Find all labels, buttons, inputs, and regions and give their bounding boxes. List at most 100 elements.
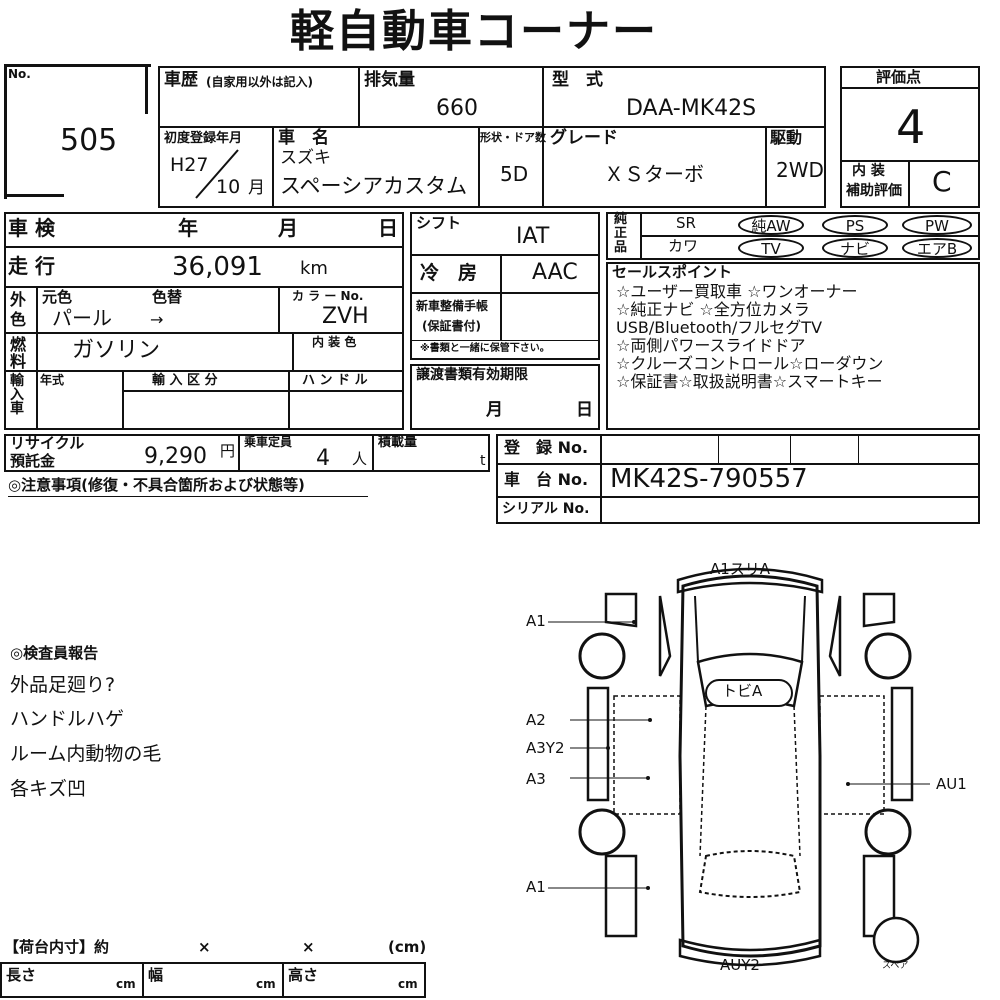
damage-label-left-a2: A2 [526,711,546,729]
chassis-label: 車 台 No. [504,470,589,489]
displacement-value: 660 [436,96,478,121]
drive-value: 2WD [776,158,824,182]
transfer-label: 譲渡書類有効期限 [416,367,528,383]
drive-label: 駆動 [770,128,803,147]
color-no-label: カ ラ ー No. [292,289,364,303]
equip-leather: カワ [668,237,699,255]
cargo-length-cm: cm [116,977,136,991]
inspector-line: 各キズ凹 [10,778,87,800]
inspection-month: 月 [278,216,298,240]
sales-point-line: ☆保証書☆取扱説明書☆スマートキー [616,372,883,391]
damage-label-roof: トビA [722,682,763,700]
original-color-label: 元色 [42,288,73,306]
lot-label: No. [8,67,31,81]
car-maker: スズキ [280,148,331,168]
spare-label: スペア [882,961,909,971]
damage-label-rear-left: A1 [526,878,546,896]
sales-point-line: ☆純正ナビ ☆全方位カメラ [616,300,810,319]
cargo-grid [0,962,426,998]
chassis-value: MK42S-790557 [610,464,808,494]
sales-point-line: ☆クルーズコントロール☆ローダウン [616,354,884,373]
interior-color-label: 内 装 色 [312,335,357,349]
recycle-value: 9,290 [144,444,207,469]
mileage-value: 36,091 [172,252,263,282]
equipment-label: 純正品 [614,212,628,255]
sales-points-label: セールスポイント [612,263,733,281]
car-body-outline [678,574,822,958]
damage-label-bottom: AUY2 [720,956,760,974]
vehicle-detail-grid [4,212,404,430]
rear-window [698,850,802,898]
load-label: 積載量 [378,435,418,450]
recycle-grid [4,434,490,472]
mileage-label: 走 行 [8,254,55,278]
cargo-x2: × [302,938,315,956]
aircon-label: 冷 房 [420,262,478,284]
rating-label: 評価点 [876,68,922,86]
lot-box [4,64,151,199]
maintenance-label: 新車整備手帳 [416,299,489,313]
cargo-length-label: 長さ [6,966,37,984]
spare-tire [872,916,920,964]
first-reg-era: H27 [170,154,209,176]
lot-number: 505 [60,123,118,158]
recycle-unit: 円 [220,442,236,460]
shift-label: シフト [416,214,462,232]
import-handle-label: ハ ン ド ル [302,373,368,388]
original-color-value: パール [52,306,112,330]
exterior-label: 外色 [10,290,27,329]
recycle-label-1: リサイクル [10,434,85,452]
grade-label: グレード [550,128,618,148]
inspection-day: 日 [378,216,398,240]
left-front-door [604,592,638,628]
wheel-front-left [578,632,626,680]
equip-alloy-wheels: 純AW [738,215,804,235]
damage-label-left-a3: A3 [526,770,546,788]
damage-label-right: AU1 [936,775,967,793]
inspection-year: 年 [178,216,198,240]
wheel-rear-right [864,808,912,856]
right-front-door [862,592,896,628]
left-side-panel [586,686,610,802]
capacity-label: 乗車定員 [244,435,293,449]
interior-rating-label-1: 内 装 [852,163,885,179]
inspector-line: ルーム内動物の毛 [10,743,162,765]
equip-sr: SR [676,214,696,232]
notes-label: ◎注意事項(修復・不具合箇所および状態等) [8,476,305,494]
equip-airbag: エアB [902,238,972,258]
rating-box [840,66,980,208]
equip-power-steering: PS [822,215,888,235]
inspector-label: ◎検査員報告 [10,644,99,662]
grade-value: ＸＳターボ [604,162,704,186]
registration-grid [496,434,980,524]
maintenance-note: ※書類と一緒に保管下さい。 [420,343,550,354]
import-year-label: 年式 [40,373,65,387]
equip-navi: ナビ [822,238,888,258]
repaint-label: 色替 [152,288,183,306]
recycle-label-2: 預託金 [10,452,56,470]
capacity-unit: 人 [352,450,368,468]
doors-label: 形状・ドア数 [480,131,546,144]
fuel-value: ガソリン [72,338,161,363]
sales-point-line: ☆両側パワースライドドア [616,336,806,355]
sales-points-box [606,262,980,430]
repaint-value: → [150,310,164,329]
displacement-label: 排気量 [364,70,415,90]
right-side-panel [890,686,914,802]
car-name-label: 車 名 [278,128,329,148]
rear-bumper [678,938,822,967]
cargo-x1: × [198,938,211,956]
cargo-width-label: 幅 [148,966,164,984]
rating-value: 4 [896,100,926,154]
front-bumper [676,567,824,594]
sales-point-line: ☆ユーザー買取車 ☆ワンオーナー [616,282,858,301]
inspector-line: 外品足廻り? [10,674,116,696]
maintenance-sub: (保証書付) [422,319,481,333]
equip-tv: TV [738,238,804,258]
shift-grid [410,212,600,360]
damage-label-top: A1スリA [710,560,771,578]
damage-label-front-left: A1 [526,612,546,630]
transfer-month: 月 [486,400,503,420]
doors-value: 5D [500,162,529,186]
registration-label: 登 録 No. [504,438,589,457]
